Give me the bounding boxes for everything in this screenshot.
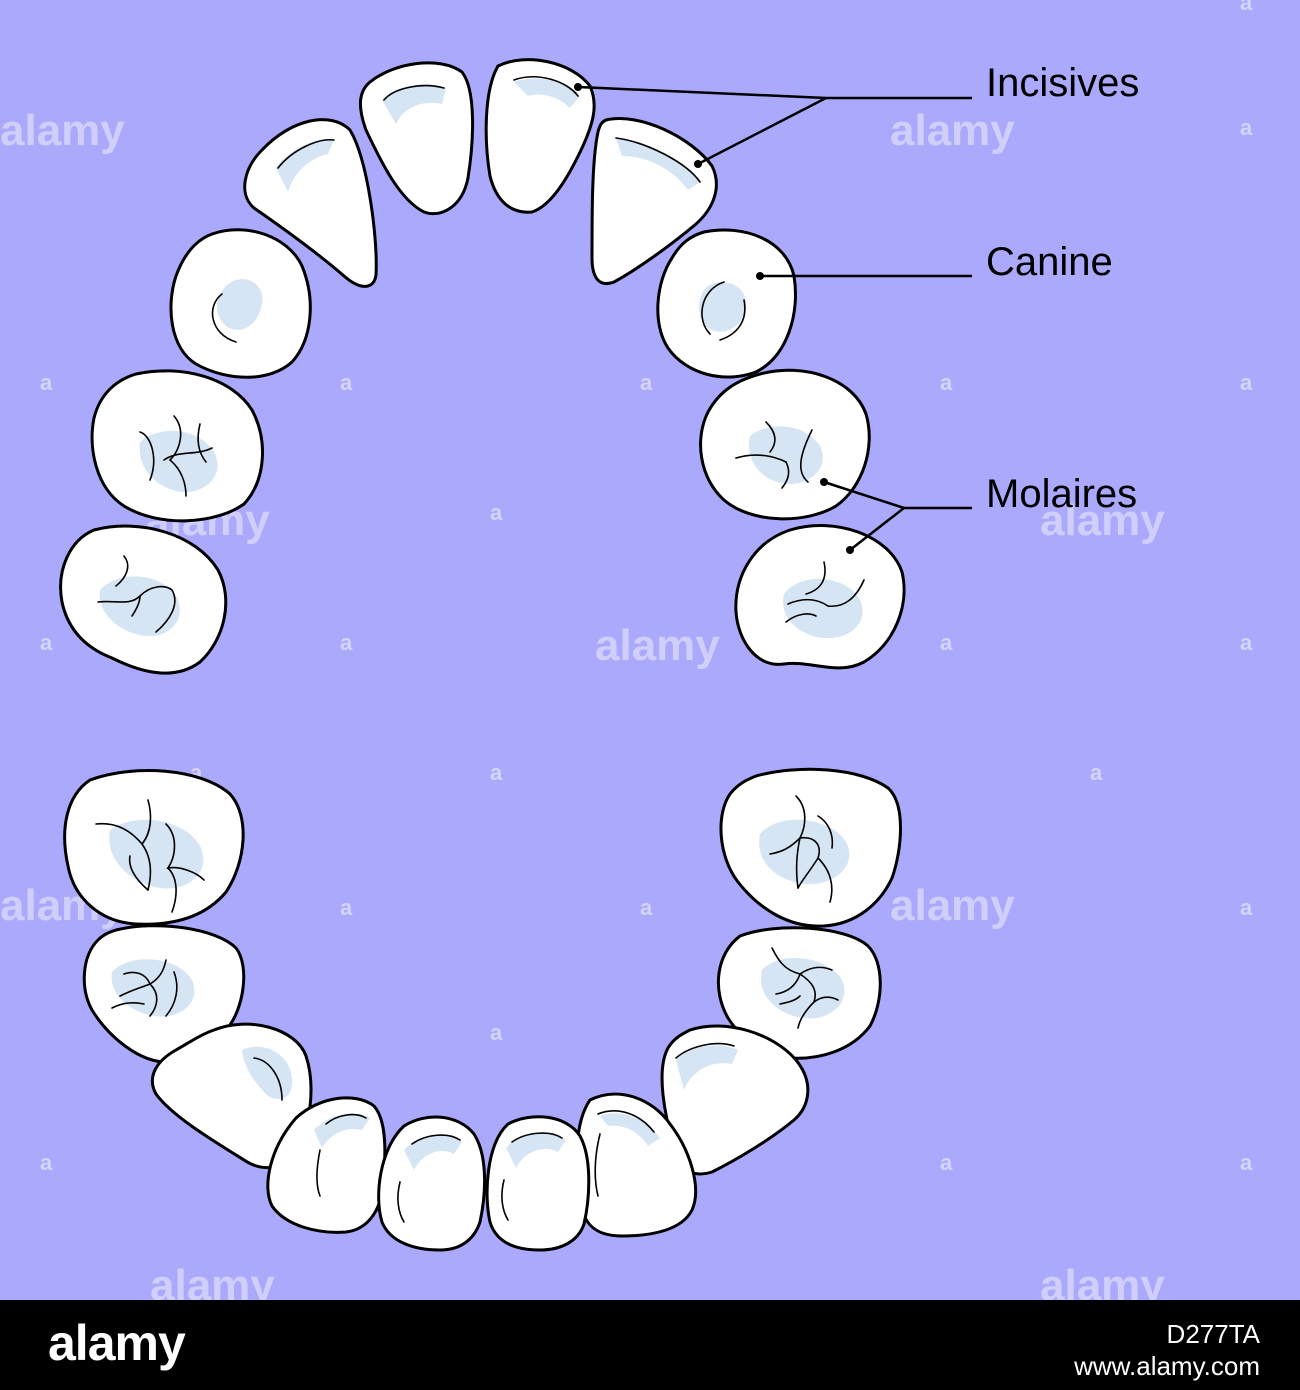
leader-line — [697, 96, 827, 166]
upper-second-molar-left — [59, 524, 228, 675]
image-id: D277TA — [1166, 1319, 1260, 1349]
watermark-text: alamy — [890, 106, 1015, 155]
label-canine: Canine — [986, 240, 1113, 284]
watermark-text: alamy — [0, 106, 125, 155]
upper-lateral-incisor-left — [243, 118, 378, 288]
upper-canine-left — [169, 228, 312, 379]
watermark-text: alamy — [890, 881, 1015, 930]
label-molaires: Molaires — [986, 472, 1137, 516]
lower-canine-left — [150, 1022, 313, 1170]
watermark-mark: a — [640, 895, 653, 920]
watermark-mark: a — [1090, 760, 1103, 785]
lower-central-incisor-right — [485, 1115, 591, 1252]
lower-second-molar-right — [719, 767, 902, 928]
baby-teeth-diagram: alamy alamy alamy alamy alamy alamy alam… — [0, 0, 1300, 1300]
label-incisives: Incisives — [986, 61, 1139, 105]
footer-bar: alamy D277TA www.alamy.com — [0, 1300, 1300, 1390]
watermark-mark: a — [490, 1020, 503, 1045]
upper-central-incisor-left — [359, 61, 475, 216]
upper-central-incisor-right — [484, 58, 596, 214]
lower-first-molar-right — [716, 926, 882, 1060]
watermark-mark: a — [40, 370, 53, 395]
footer-logo: alamy — [48, 1315, 186, 1371]
watermark-text: alamy — [1040, 496, 1165, 545]
watermark-mark: a — [340, 630, 353, 655]
watermark-mark: a — [1240, 115, 1253, 140]
watermark-mark: a — [1240, 370, 1253, 395]
lower-canine-right — [660, 1024, 810, 1176]
lower-central-incisor-left — [377, 1115, 487, 1252]
watermark-mark: a — [1240, 1150, 1253, 1175]
watermark-text: alamy — [595, 621, 720, 670]
watermark-mark: a — [40, 1150, 53, 1175]
upper-first-molar-right — [699, 368, 871, 521]
watermark-mark: a — [1240, 630, 1253, 655]
site-url[interactable]: www.alamy.com — [1074, 1351, 1260, 1381]
watermark-mark: a — [490, 500, 503, 525]
lower-lateral-incisor-left — [266, 1096, 387, 1234]
label-canine-callout: Canine — [756, 240, 1113, 284]
watermark-mark: a — [490, 760, 503, 785]
watermark-text: alamy — [1040, 1261, 1165, 1300]
watermark-mark: a — [340, 370, 353, 395]
watermark-mark: a — [640, 370, 653, 395]
watermark-mark: a — [340, 895, 353, 920]
watermark-mark: a — [940, 630, 953, 655]
watermark-text: alamy — [150, 1261, 275, 1300]
footer-meta: D277TA www.alamy.com — [860, 1318, 1260, 1382]
leader-line — [849, 507, 905, 551]
lower-second-molar-left — [63, 769, 245, 926]
watermark-mark: a — [40, 630, 53, 655]
watermark-mark: a — [1240, 0, 1253, 15]
upper-first-molar-left — [90, 369, 264, 523]
watermark-mark: a — [940, 370, 953, 395]
upper-second-molar-right — [734, 524, 906, 670]
lower-arch — [63, 767, 902, 1252]
watermark-mark: a — [940, 1150, 953, 1175]
label-molaires-callout: Molaires — [820, 472, 1137, 554]
label-incisives-callout: Incisives — [574, 61, 1139, 168]
watermark-mark: a — [1240, 895, 1253, 920]
upper-canine-right — [656, 228, 797, 379]
watermark-layer: alamy alamy alamy alamy alamy alamy alam… — [0, 0, 1253, 1300]
